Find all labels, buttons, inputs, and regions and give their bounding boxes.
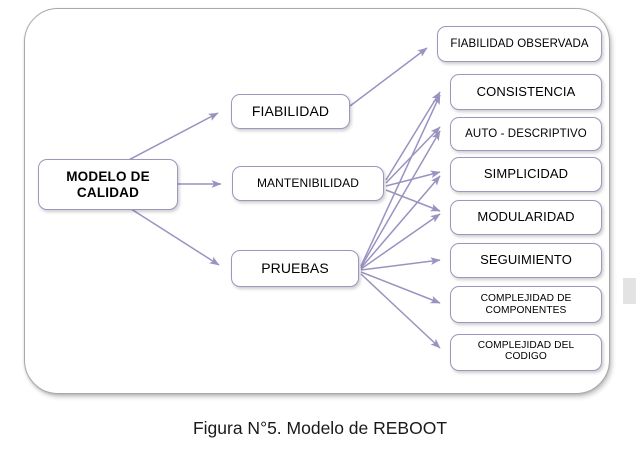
node-label: AUTO - DESCRIPTIVO bbox=[465, 127, 587, 140]
node-modularidad[interactable]: MODULARIDAD bbox=[450, 200, 602, 235]
node-complejidad-de-componentes[interactable]: COMPLEJIDAD DE COMPONENTES bbox=[450, 286, 602, 323]
node-label-line1: MODELO DE bbox=[66, 169, 150, 185]
node-consistencia[interactable]: CONSISTENCIA bbox=[450, 74, 602, 110]
node-label: CONSISTENCIA bbox=[476, 83, 576, 99]
node-label: PRUEBAS bbox=[261, 259, 329, 276]
node-label-line2: CALIDAD bbox=[76, 184, 140, 200]
node-label: FIABILIDAD OBSERVADA bbox=[450, 37, 589, 50]
node-label-line2: COMPONENTES bbox=[485, 304, 567, 316]
node-label-wrapper: COMPLEJIDAD DE COMPONENTES bbox=[481, 293, 572, 316]
node-pruebas[interactable]: PRUEBAS bbox=[231, 250, 359, 287]
node-simplicidad[interactable]: SIMPLICIDAD bbox=[450, 157, 602, 192]
node-auto-descriptivo[interactable]: AUTO - DESCRIPTIVO bbox=[450, 117, 602, 151]
node-label: SEGUIMIENTO bbox=[480, 252, 572, 268]
node-mantenibilidad[interactable]: MANTENIBILIDAD bbox=[232, 166, 384, 201]
node-label-line2: CODIGO bbox=[505, 351, 547, 363]
node-label-line1: COMPLEJIDAD DE bbox=[480, 293, 572, 305]
node-label-wrapper: MODELO DE CALIDAD bbox=[66, 169, 150, 199]
node-complejidad-del-codigo[interactable]: COMPLEJIDAD DEL CODIGO bbox=[450, 334, 602, 371]
node-seguimiento[interactable]: SEGUIMIENTO bbox=[450, 243, 602, 278]
node-label-line1: COMPLEJIDAD DEL bbox=[477, 340, 575, 351]
node-label: FIABILIDAD bbox=[251, 102, 330, 119]
node-label: MODULARIDAD bbox=[477, 209, 575, 225]
node-label: MANTENIBILIDAD bbox=[256, 175, 360, 190]
node-label-wrapper: COMPLEJIDAD DEL CODIGO bbox=[478, 340, 575, 363]
page-edge-artifact bbox=[623, 278, 636, 304]
node-fiabilidad-observada[interactable]: FIABILIDAD OBSERVADA bbox=[437, 26, 602, 62]
node-label: SIMPLICIDAD bbox=[483, 166, 569, 182]
node-fiabilidad[interactable]: FIABILIDAD bbox=[231, 94, 350, 129]
node-modelo-de-calidad[interactable]: MODELO DE CALIDAD bbox=[38, 159, 178, 210]
figure-caption: Figura N°5. Modelo de REBOOT bbox=[192, 418, 448, 438]
